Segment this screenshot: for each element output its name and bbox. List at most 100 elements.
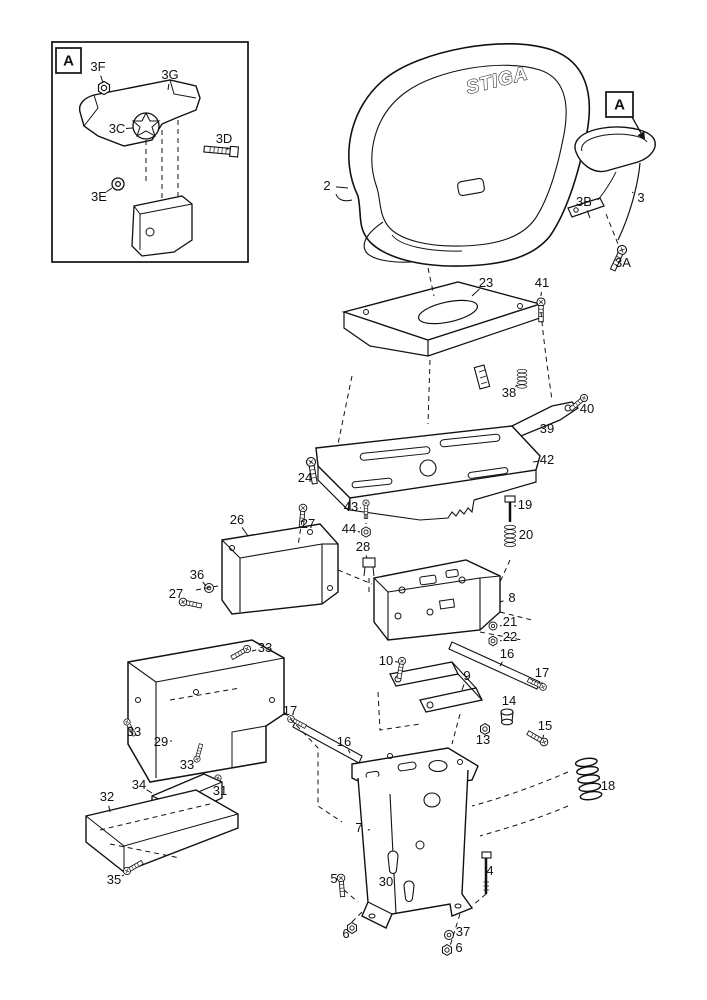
support-bracket-8: [373, 559, 501, 647]
armrest-bracket-arm: [78, 79, 201, 147]
inset-detail-box: [51, 41, 249, 263]
part-label-14: 14: [502, 693, 516, 708]
leader-line-3E: [106, 187, 113, 193]
part-label-21: 21: [503, 614, 517, 629]
spring-20: [504, 524, 516, 547]
part-label-5: 5: [330, 871, 337, 886]
part-label-3B: 3B: [576, 194, 592, 209]
part-label-18: 18: [601, 778, 615, 793]
nut-6-right: [442, 944, 452, 956]
part-label-23: 23: [479, 275, 493, 290]
leader-line-42: [532, 460, 539, 463]
part-label-33: 33: [180, 757, 194, 772]
washer-21: [488, 621, 498, 631]
leader-line-22: [499, 639, 502, 642]
part-label-3D: 3D: [216, 131, 233, 146]
leader-line-9: [461, 684, 465, 691]
part-label-16: 16: [337, 734, 351, 749]
part-label-44: 44: [342, 521, 356, 536]
nut-44: [361, 526, 371, 538]
part-label-13: 13: [476, 732, 490, 747]
spacer-3E: [111, 177, 125, 191]
seat-plate-23: [341, 281, 546, 390]
leader-line-21: [499, 624, 502, 627]
part-label-40: 40: [580, 401, 594, 416]
keyhole-slot-30: [387, 850, 399, 875]
part-label-22: 22: [503, 629, 517, 644]
part-label-24: 24: [298, 470, 312, 485]
bolt-19: [504, 495, 516, 503]
nut-3F: [97, 80, 111, 96]
part-label-33: 33: [258, 640, 272, 655]
part-label-26: 26: [230, 512, 244, 527]
leader-line-38: [515, 384, 518, 387]
part-label-3A: 3A: [615, 255, 631, 270]
leader-line-3D: [226, 147, 229, 151]
part-label-29: 29: [154, 734, 168, 749]
leader-line-26: [241, 527, 249, 537]
leader-line-44: [357, 530, 361, 533]
screw-5: [336, 873, 347, 898]
leader-line-36: [202, 581, 207, 587]
leader-line-16: [499, 661, 503, 667]
spring-38: [516, 369, 528, 389]
part-label-3: 3: [637, 190, 644, 205]
part-label-28: 28: [356, 539, 370, 554]
part-label-7: 7: [355, 820, 362, 835]
detail-ref-box: [605, 91, 634, 118]
part-label-3C: 3C: [109, 121, 126, 136]
nut-22: [488, 635, 498, 647]
part-label-3G: 3G: [161, 67, 178, 82]
leader-line-2: [335, 186, 349, 189]
rod-16-right: [448, 641, 541, 690]
part-label-34: 34: [132, 777, 146, 792]
armrest: [567, 116, 656, 273]
leader-line-34: [146, 789, 153, 794]
link-arm-9: [286, 641, 550, 764]
part-label-37: 37: [456, 924, 470, 939]
cover-panel-29: [122, 639, 285, 795]
part-label-4: 4: [486, 863, 493, 878]
part-label-15: 15: [538, 718, 552, 733]
spring-18: [574, 756, 603, 802]
bracket-plate-42: [305, 425, 541, 538]
part-label-6: 6: [455, 940, 462, 955]
part-label-19: 19: [518, 497, 532, 512]
part-label-43: 43: [344, 499, 358, 514]
leader-line-3: [631, 191, 634, 194]
part-label-9: 9: [463, 668, 470, 683]
leader-line-3G: [167, 83, 170, 91]
detail-ref-label: A: [63, 53, 74, 70]
part-label-33: 33: [127, 724, 141, 739]
part-label-27: 27: [301, 516, 315, 531]
bushing-14: [500, 708, 514, 726]
bolt-19-spring-20: [504, 495, 516, 547]
assembly-lines: [195, 267, 569, 947]
part-label-41: 41: [535, 275, 549, 290]
part-label-3E: 3E: [91, 189, 107, 204]
clip-28: [362, 557, 376, 577]
leader-line-3B: [586, 210, 591, 219]
part-label-20: 20: [519, 527, 533, 542]
leader-line-35: [121, 874, 125, 877]
part-label-35: 35: [107, 872, 121, 887]
part-label-3F: 3F: [90, 59, 105, 74]
part-label-17: 17: [535, 665, 549, 680]
seat: STIGA: [335, 43, 591, 267]
leader-line-33: [251, 649, 257, 652]
part-label-30: 30: [379, 874, 393, 889]
bolt-4: [481, 851, 492, 894]
keyhole-slot-30-second: [403, 880, 415, 903]
part-label-32: 32: [100, 789, 114, 804]
part-label-6: 6: [342, 926, 349, 941]
arrowhead: [637, 131, 645, 140]
seat-pedestal-7: [336, 747, 492, 956]
part-label-36: 36: [190, 567, 204, 582]
part-label-16: 16: [500, 646, 514, 661]
part-label-10: 10: [379, 653, 393, 668]
detail-ref-box: [55, 47, 82, 74]
part-label-17: 17: [283, 703, 297, 718]
seat-handle-hole: [457, 177, 485, 197]
